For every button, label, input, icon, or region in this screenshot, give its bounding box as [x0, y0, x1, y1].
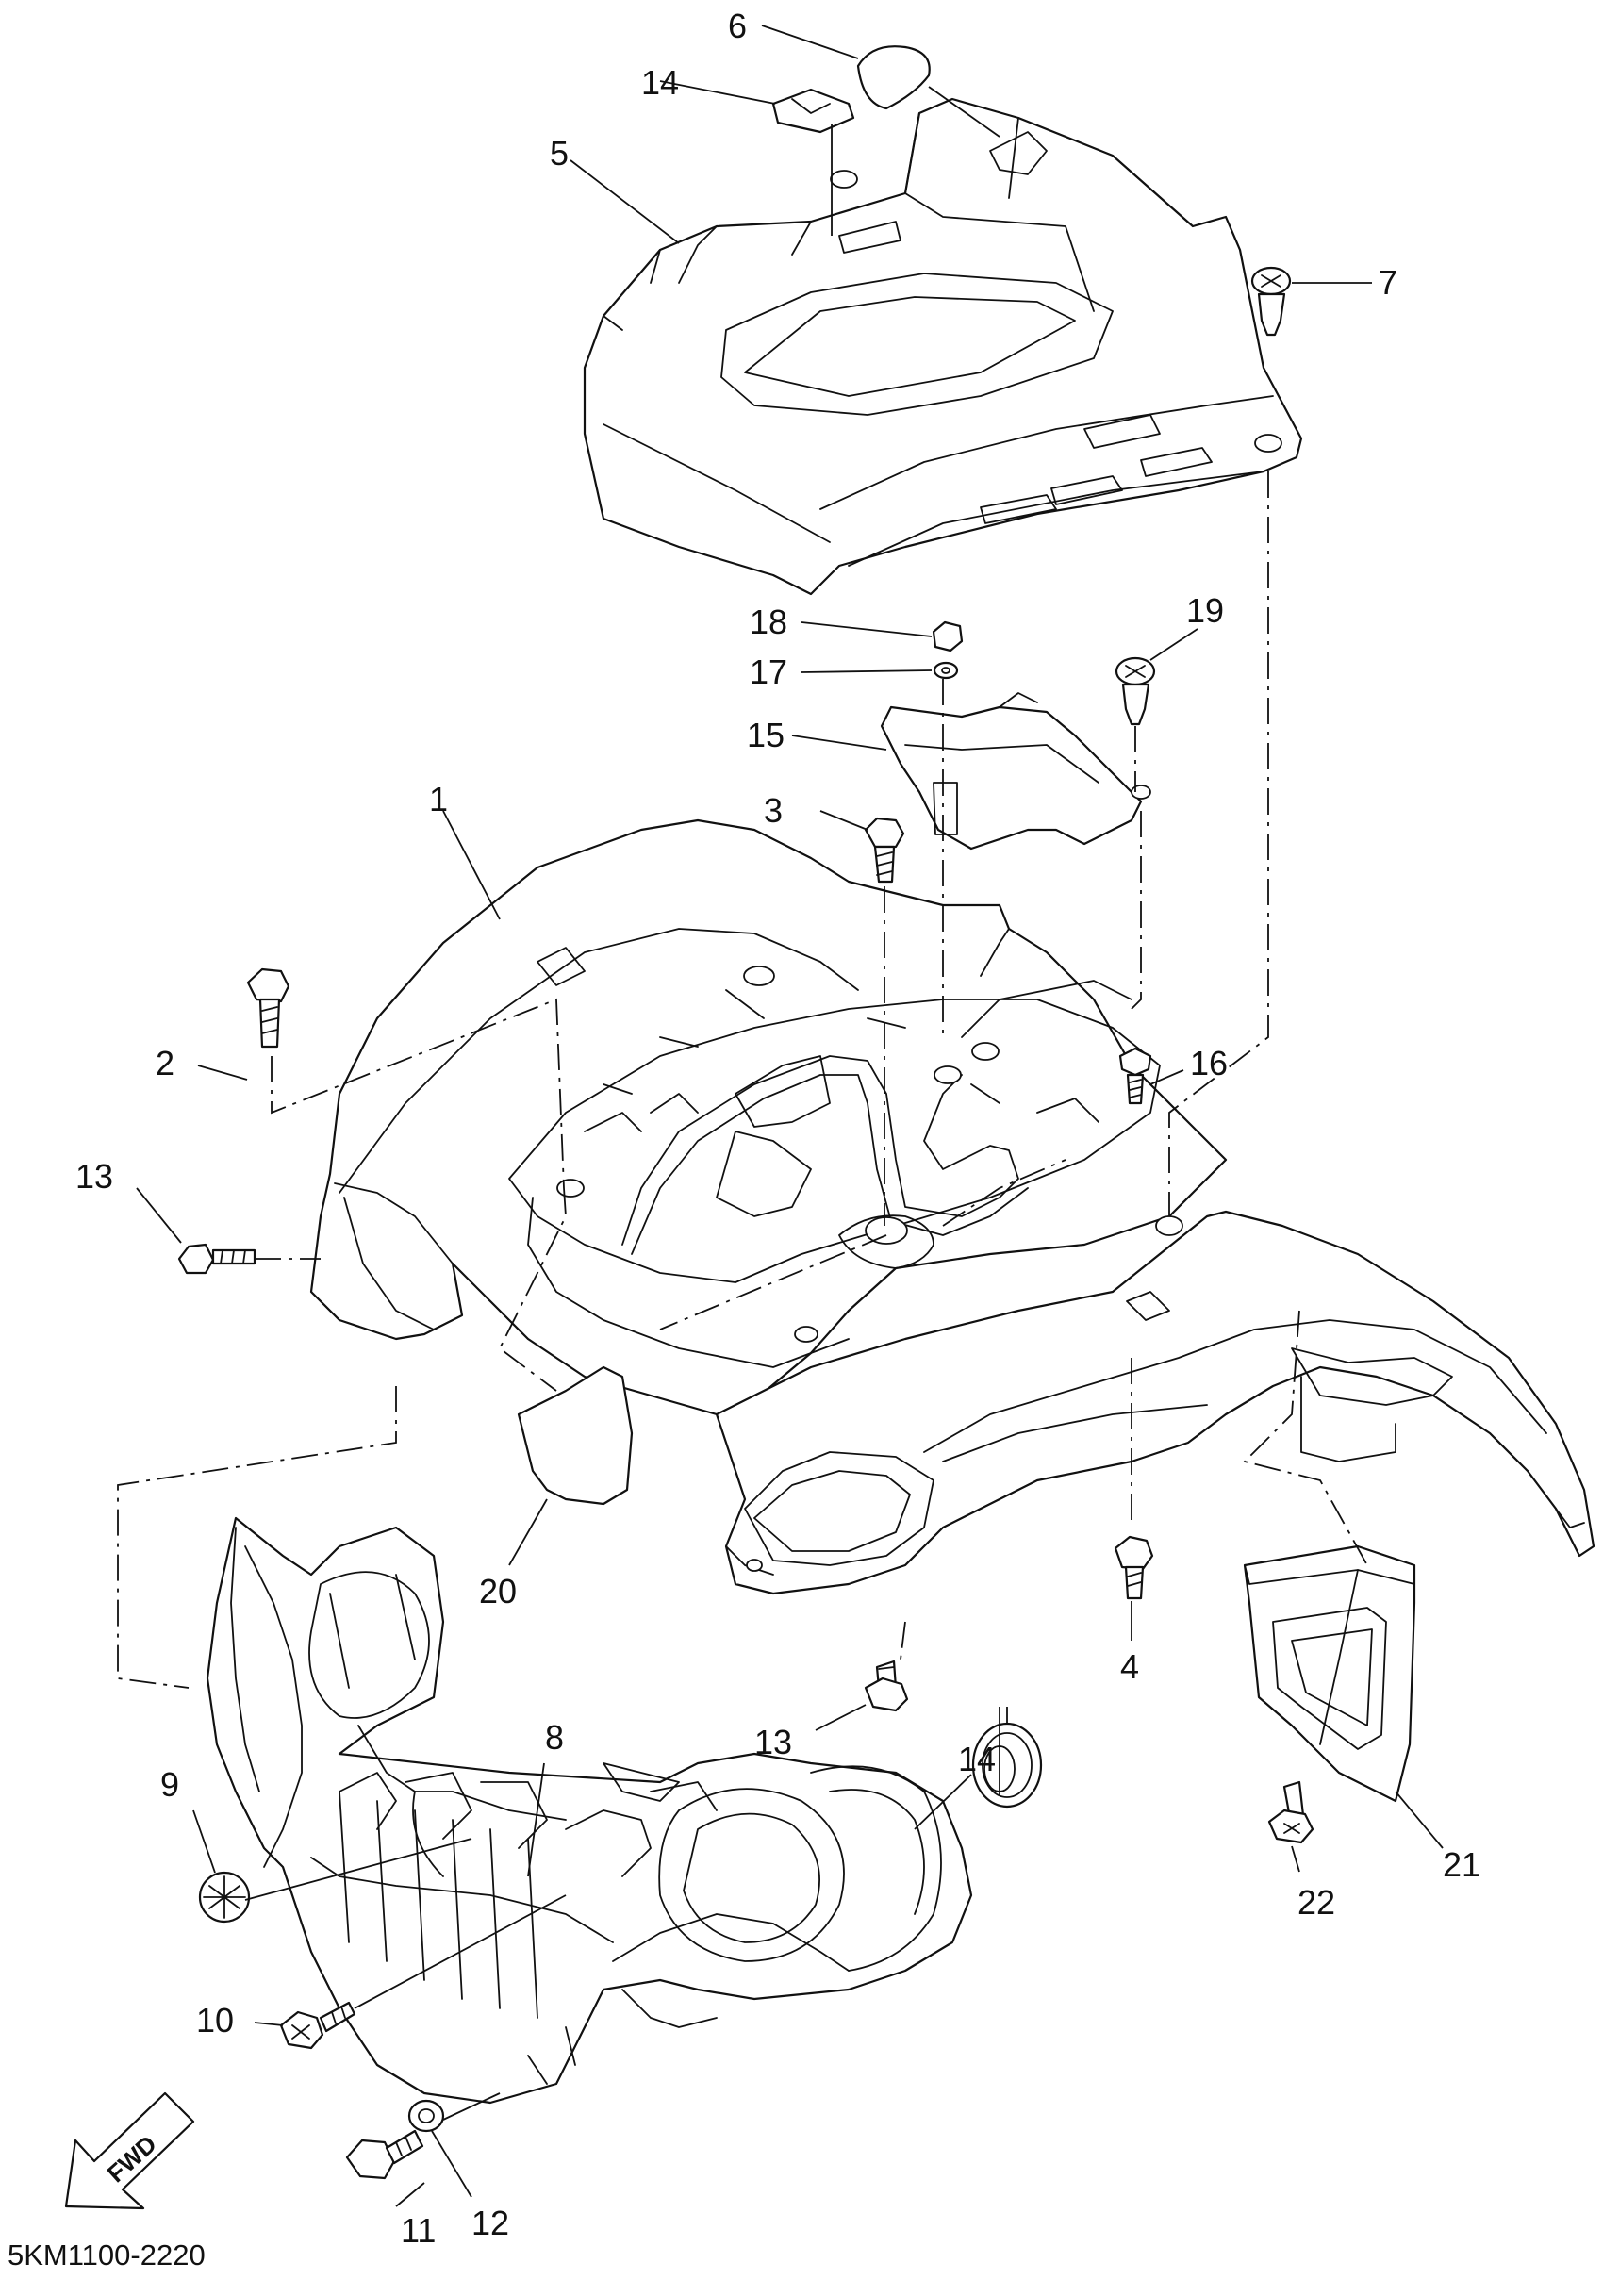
- part-13-bolt-left[interactable]: [177, 1243, 256, 1275]
- callout-4: 4: [1120, 1647, 1139, 1686]
- part-4-bolt[interactable]: [1114, 1535, 1154, 1600]
- callout-8: 8: [545, 1718, 564, 1757]
- callout-15: 14: [641, 63, 679, 102]
- callout-9: 9: [160, 1765, 179, 1804]
- callout-21: 20: [479, 1572, 517, 1611]
- callout-6: 6: [728, 7, 747, 45]
- part-9-emblem[interactable]: [198, 1871, 251, 1924]
- callout-14-display-text: 14: [958, 1740, 996, 1778]
- fwd-arrow: FWD: [64, 2091, 195, 2210]
- part-15-clip[interactable]: [771, 88, 855, 134]
- part-1-front-fender[interactable]: [309, 818, 1228, 1416]
- callout-7: 7: [1379, 263, 1397, 302]
- part-7-screw[interactable]: [1250, 266, 1292, 337]
- part-6-badge[interactable]: [856, 45, 931, 110]
- part-20-screw[interactable]: [1115, 656, 1156, 726]
- callout-19: 18: [750, 603, 787, 641]
- part-10-screw[interactable]: [279, 2001, 356, 2050]
- callout-10: 10: [196, 2001, 234, 2040]
- part-3-bolt[interactable]: [864, 817, 905, 884]
- callout-20: 19: [1186, 591, 1224, 630]
- part-18-washer[interactable]: [933, 661, 959, 680]
- callout-16: 15: [747, 716, 785, 754]
- part-21-pad[interactable]: [517, 1365, 634, 1506]
- callout-11: 11: [401, 2211, 436, 2250]
- callout-17: 16: [1190, 1044, 1228, 1082]
- part-22-mud-guard[interactable]: [1243, 1544, 1416, 1803]
- callout-2: 2: [156, 1044, 174, 1082]
- part-16-bracket[interactable]: [880, 692, 1151, 851]
- callout-3: 3: [764, 791, 783, 830]
- callout-18: 17: [750, 652, 787, 691]
- part-23-screw[interactable]: [1267, 1780, 1314, 1844]
- callout-12: 12: [471, 2204, 509, 2242]
- part-14-grommet[interactable]: [971, 1722, 1043, 1809]
- part-1-right-fender[interactable]: [715, 1210, 1595, 1595]
- callout-13-left: 13: [75, 1157, 113, 1196]
- part-12-collar[interactable]: [407, 2099, 445, 2133]
- callout-1: 1: [429, 780, 448, 818]
- callout-5: 5: [550, 134, 569, 173]
- callout-13-right: 13: [754, 1723, 792, 1761]
- part-19-nut[interactable]: [932, 620, 964, 652]
- part-11-bolt[interactable]: [345, 2129, 424, 2180]
- part-2-bolt[interactable]: [246, 967, 290, 1049]
- callout-23: 22: [1297, 1883, 1335, 1922]
- part-5-upper-cover[interactable]: [583, 97, 1303, 596]
- leader-lines: [136, 25, 1444, 2207]
- callout-labels: 6 14 5 7 18 17 19 15 3 1 2 16 13 20 4 13…: [75, 7, 1480, 2250]
- assembly-lines: [117, 471, 1368, 1689]
- callout-22: 21: [1443, 1845, 1480, 1884]
- part-13-bolt-right[interactable]: [864, 1660, 909, 1712]
- part-17-bolt[interactable]: [1118, 1047, 1152, 1105]
- diagram-code: 5KM1100-2220: [8, 2238, 206, 2271]
- part-8-front-grille[interactable]: [206, 1516, 973, 2105]
